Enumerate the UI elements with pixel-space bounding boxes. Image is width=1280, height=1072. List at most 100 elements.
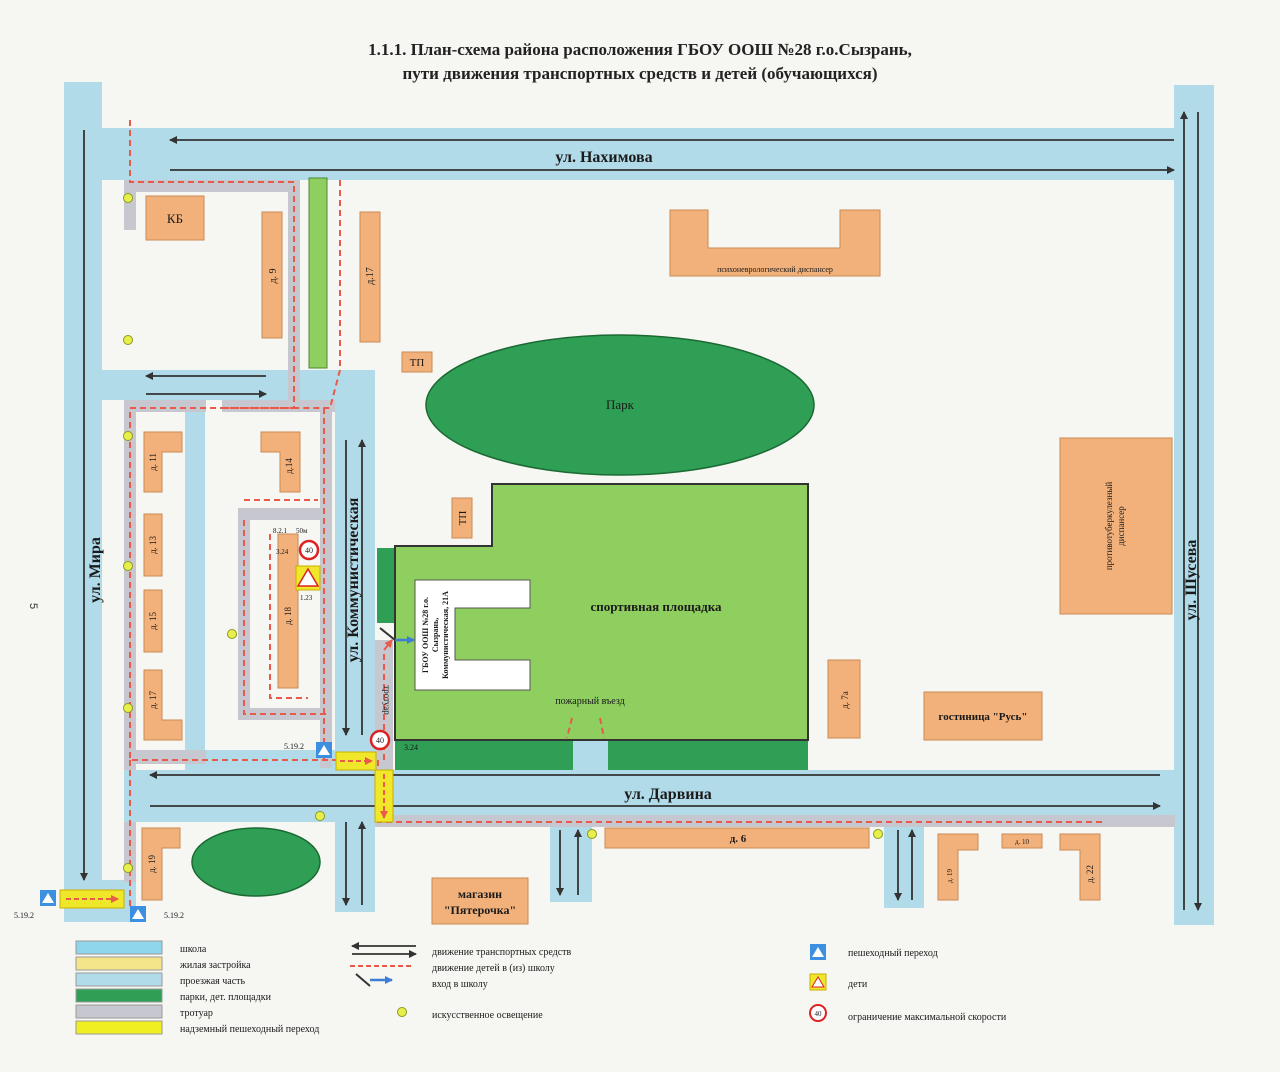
roads — [64, 82, 1214, 925]
label-d9: д. 9 — [268, 268, 279, 283]
label-shop-1: магазин — [458, 887, 502, 901]
label-d18: д. 18 — [283, 606, 293, 625]
building-d13 — [143, 513, 163, 577]
legend-parks: парки, дет. площадки — [180, 992, 272, 1003]
label-sign-821: 8.2.1 — [273, 527, 288, 535]
label-speed-1: 40 — [305, 546, 313, 555]
label-school: ГБОУ ООШ №28 г.о. Сызрань, Коммунистичес… — [421, 591, 450, 679]
building-d19-right — [937, 833, 979, 901]
label-tp2: ТП — [457, 511, 469, 526]
legend-lighting: искусственное освещение — [432, 1010, 543, 1021]
svg-text:диспансер: диспансер — [1116, 506, 1126, 546]
legend-overpass: надземный пешеходный переход — [180, 1024, 319, 1035]
lighting-points — [123, 193, 883, 873]
svg-text:противотуберкулезный: противотуберкулезный — [1104, 482, 1114, 571]
building-d7a — [827, 659, 861, 739]
building-kb — [145, 195, 205, 241]
building-d6 — [604, 827, 870, 849]
label-d11: д. 11 — [148, 453, 158, 471]
building-d9 — [261, 211, 283, 339]
traffic-directions — [80, 111, 1202, 911]
label-tb: противотуберкулезный диспансер — [1104, 482, 1126, 571]
svg-text:Коммунистическая, 21А: Коммунистическая, 21А — [441, 591, 450, 679]
label-tp1: ТП — [410, 357, 425, 369]
label-d19-left: д. 19 — [147, 854, 157, 873]
label-sign-324a: 3.24 — [276, 548, 289, 556]
park-ellipse — [425, 334, 815, 476]
label-sign-5192b: 5.19.2 — [14, 911, 34, 920]
label-darvina: ул. Дарвина — [624, 786, 712, 803]
school-green-strip — [377, 548, 395, 623]
label-d17-left: д. 17 — [148, 690, 158, 709]
legend-traffic: движение транспортных средств — [432, 947, 572, 958]
legend-speed-value: 40 — [815, 1010, 823, 1018]
label-fire-entry: пожарный въезд — [555, 696, 624, 707]
building-rus — [923, 691, 1043, 741]
building-psycho — [669, 209, 881, 277]
label-psycho: психоневрологический диспансер — [717, 265, 833, 274]
legend-sidewalk: тротуар — [180, 1008, 213, 1019]
legend-school: школа — [180, 944, 207, 955]
legend: школа жилая застройка проезжая часть пар… — [75, 940, 1007, 1035]
building-tp2 — [451, 497, 473, 539]
road-fire-entry — [573, 736, 608, 770]
svg-text:Сызрань,: Сызрань, — [431, 618, 440, 653]
legend-crossing: пешеходный переход — [848, 948, 938, 959]
label-mira: ул. Мира — [87, 537, 104, 603]
small-park-ellipse — [191, 827, 321, 897]
label-kb: КБ — [167, 211, 183, 226]
building-tb — [1059, 437, 1173, 615]
road-darvina — [124, 770, 1214, 822]
label-sign-324b: 3.24 — [404, 743, 418, 752]
legend-speed-limit: ограничение максимальной скорости — [848, 1012, 1007, 1023]
legend-children: дети — [848, 979, 868, 990]
building-shop — [431, 877, 529, 925]
road-signs — [40, 539, 391, 922]
label-shop-2: "Пятерочка" — [444, 903, 516, 917]
building-d18 — [277, 533, 299, 689]
map-title-line-2: пути движения транспортных средств и дет… — [402, 64, 878, 83]
label-d22: д. 22 — [1085, 865, 1095, 883]
pedestrian-overpasses — [59, 751, 394, 909]
label-sign-123: 1.23 — [300, 594, 313, 602]
label-shuseva: ул. Шусева — [1183, 540, 1200, 621]
map-title-line-1: 1.1.1. План-схема района расположения ГБ… — [368, 40, 912, 59]
road-nakhimova — [64, 128, 1214, 180]
label-sport: спортивная площадка — [590, 599, 722, 614]
green-areas — [191, 177, 815, 897]
building-d15 — [143, 589, 163, 653]
sidewalks — [124, 180, 1175, 882]
road-mira — [64, 82, 102, 922]
label-park: Парк — [606, 397, 635, 412]
green-south-east — [608, 740, 808, 770]
label-speed-2: 40 — [376, 736, 384, 745]
label-d10: д. 10 — [1015, 838, 1030, 846]
building-d22 — [1059, 833, 1101, 901]
label-d14: д.14 — [284, 458, 294, 474]
road-yard-south — [205, 750, 335, 770]
legend-roadway: проезжая часть — [180, 976, 246, 987]
school-entry-marker — [379, 627, 415, 644]
map-labels: ул. Нахимова ул. Дарвина ул. Мира ул. Шу… — [14, 149, 1200, 920]
legend-entry: вход в школу — [432, 979, 488, 990]
building-d14 — [260, 431, 301, 493]
label-d6: д. 6 — [730, 833, 747, 845]
label-d17-top: д.17 — [365, 267, 376, 285]
building-d17-top — [359, 211, 381, 343]
svg-text:ГБОУ ООШ №28 г.о.: ГБОУ ООШ №28 г.о. — [421, 597, 430, 673]
building-tp1 — [401, 351, 433, 373]
label-sign-50m: 50м — [296, 527, 308, 535]
school-building — [414, 579, 531, 691]
label-rus: гостиница "Русь" — [939, 711, 1028, 723]
label-kommunisticheskaya: ул. Коммунистическая — [345, 497, 362, 662]
green-south-west — [395, 740, 573, 770]
road-south-1 — [335, 820, 375, 912]
label-sidewalk: тротуар — [382, 685, 392, 715]
legend-children-move: движение детей в (из) школу — [432, 963, 555, 974]
label-d13: д. 13 — [148, 535, 158, 554]
label-sign-5192c: 5.19.2 — [164, 911, 184, 920]
label-d7a: д. 7а — [840, 691, 850, 709]
label-d19-right: д. 19 — [946, 868, 954, 883]
